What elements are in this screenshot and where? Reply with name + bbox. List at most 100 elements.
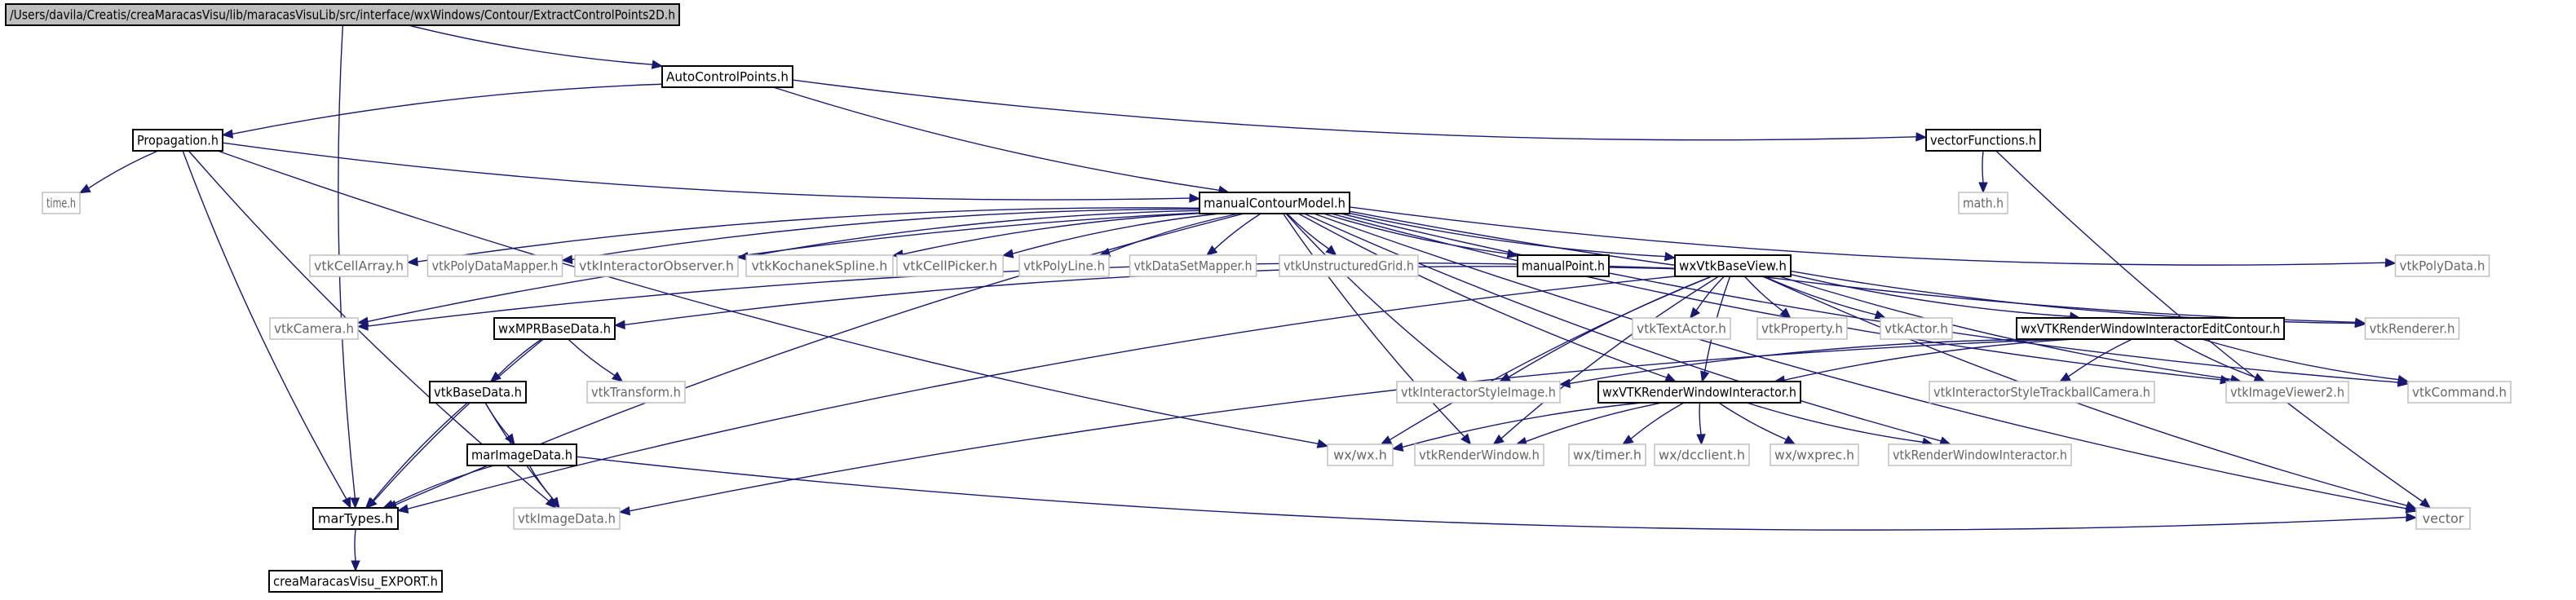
node-box <box>429 381 527 404</box>
node-box <box>2415 507 2471 530</box>
node-marimagedata[interactable]: marImageData.h <box>466 443 577 466</box>
node-martypes[interactable]: marTypes.h <box>312 507 399 530</box>
node-wxmprbasedata[interactable]: wxMPRBaseData.h <box>493 317 616 340</box>
node-wxvtkrwi[interactable]: wxVTKRenderWindowInteractor.h <box>1597 381 1801 404</box>
node-extract[interactable]: /Users/davila/Creatis/creaMaracasVisu/li… <box>5 3 680 26</box>
node-label: vtkProperty.h <box>1761 321 1843 337</box>
edge-manualcontourmodel-to-vector <box>1313 213 2418 514</box>
node-box <box>661 65 793 88</box>
node-box <box>2407 381 2512 404</box>
node-label: vtkImageData.h <box>518 511 616 527</box>
node-label: vtkBaseData.h <box>434 385 522 400</box>
edge-vtkbasedata-to-martypes <box>365 402 468 509</box>
node-box <box>1018 254 1110 277</box>
node-vtkkochanekspline: vtkKochanekSpline.h <box>745 254 894 277</box>
node-label: vtkTransform.h <box>591 385 681 400</box>
edge-propagation-to-martypes <box>182 150 351 510</box>
node-label: vector <box>2423 511 2464 527</box>
node-label: vtkCellPicker.h <box>903 258 997 274</box>
node-label: vtkPolyLine.h <box>1023 258 1105 274</box>
node-label: vectorFunctions.h <box>1930 133 2036 148</box>
edge-manualcontourmodel-to-vtkcommand <box>1341 213 2410 387</box>
node-label: wxVTKRenderWindowInteractorEditContour.h <box>2021 321 2280 337</box>
node-propagation[interactable]: Propagation.h <box>132 129 223 152</box>
node-vtkrenderwindow: vtkRenderWindow.h <box>1414 443 1544 466</box>
node-vtkimageviewer2: vtkImageViewer2.h <box>2225 381 2349 404</box>
node-label: math.h <box>1963 196 2004 211</box>
edge-wxvtkrwi-to-wxdcclient <box>1696 402 1706 446</box>
edge-propagation-to-time <box>78 150 159 194</box>
edge-manualcontourmodel-to-vtkcellarray <box>406 207 1200 267</box>
node-label: wxVTKRenderWindowInteractor.h <box>1602 385 1796 400</box>
node-wxvtkrwiedit[interactable]: wxVTKRenderWindowInteractorEditContour.h <box>2016 317 2285 340</box>
node-autocp[interactable]: AutoControlPoints.h <box>661 65 793 88</box>
edge-manualcontourmodel-to-vtkrenderer <box>1349 210 2366 327</box>
node-wxvtkbaseview[interactable]: wxVtkBaseView.h <box>1674 254 1792 277</box>
node-box <box>1880 317 1953 340</box>
node-box <box>1396 381 1561 404</box>
edge-autocp-to-vectorfunctions <box>792 79 1928 142</box>
edge-extract-to-autocp <box>408 24 664 69</box>
node-math: math.h <box>1958 192 2008 214</box>
node-label: vtkRenderer.h <box>2370 321 2455 337</box>
node-label: vtkDataSetMapper.h <box>1134 258 1253 274</box>
node-vtkimagedata: vtkImageData.h <box>513 507 621 530</box>
node-box <box>1414 443 1544 466</box>
edge-wxvtkrwi-to-wxwx <box>1391 402 1642 452</box>
node-label: wx/wxprec.h <box>1774 448 1854 463</box>
node-label: vtkRenderWindow.h <box>1419 448 1540 463</box>
node-vtkpolydatamapper: vtkPolyDataMapper.h <box>426 254 563 277</box>
node-box <box>1654 443 1750 466</box>
node-box <box>1958 192 2008 214</box>
edge-wxvtkrwi-to-wxwxprec <box>1718 402 1796 445</box>
node-label: vtkCellArray.h <box>314 258 404 274</box>
node-vtkproperty: vtkProperty.h <box>1756 317 1848 340</box>
node-vectorfunctions[interactable]: vectorFunctions.h <box>1925 129 2041 152</box>
node-box <box>1279 254 1419 277</box>
node-box <box>312 507 399 530</box>
node-wxwx: wx/wx.h <box>1327 443 1394 466</box>
node-vtkpolydata: vtkPolyData.h <box>2394 254 2490 277</box>
node-label: vtkRenderWindowInteractor.h <box>1893 448 2067 463</box>
node-wxtimer: wx/timer.h <box>1568 443 1646 466</box>
edge-manualcontourmodel-to-vtkunstructuredgrid <box>1286 213 1337 256</box>
node-vtkbasedata[interactable]: vtkBaseData.h <box>429 381 527 404</box>
node-label: time.h <box>46 196 76 211</box>
node-label: AutoControlPoints.h <box>666 69 789 85</box>
node-vtkinteractorstyleimage: vtkInteractorStyleImage.h <box>1396 381 1561 404</box>
node-box <box>896 254 1004 277</box>
node-box <box>1888 443 2072 466</box>
edge-martypes-to-creaexport <box>351 528 360 572</box>
node-box <box>268 570 443 593</box>
node-vtkpolyline: vtkPolyLine.h <box>1018 254 1110 277</box>
node-box <box>2016 317 2285 340</box>
edge-manualcontourmodel-to-vtkpolydatamapper <box>561 208 1200 265</box>
node-label: wx/wx.h <box>1333 448 1387 463</box>
edge-wxvtkbaseview-to-vtkproperty <box>1743 276 1792 319</box>
node-vtkinteractorobserver: vtkInteractorObserver.h <box>574 254 739 277</box>
node-manualpoint[interactable]: manualPoint.h <box>1517 254 1610 277</box>
node-creaexport[interactable]: creaMaracasVisu_EXPORT.h <box>268 570 443 593</box>
node-wxdcclient: wx/dcclient.h <box>1654 443 1750 466</box>
edge-wxvtkbaseview-to-vtkrenderwindow <box>1492 276 1719 445</box>
node-label: vtkCommand.h <box>2412 385 2507 400</box>
node-vtkcellpicker: vtkCellPicker.h <box>896 254 1004 277</box>
node-vtktextactor: vtkTextActor.h <box>1632 317 1731 340</box>
node-box <box>42 192 81 214</box>
node-box <box>2225 381 2349 404</box>
node-label: marImageData.h <box>471 448 572 463</box>
node-label: vtkInteractorObserver.h <box>579 258 734 274</box>
node-manualcontourmodel[interactable]: manualContourModel.h <box>1199 192 1350 214</box>
node-label: vtkPolyData.h <box>2400 258 2485 274</box>
node-label: wx/dcclient.h <box>1659 448 1745 463</box>
edge-manualcontourmodel-to-vtkinteractorstyleimage <box>1285 213 1468 382</box>
edge-manualcontourmodel-to-vtkrenderwindow <box>1282 213 1472 446</box>
node-box <box>1517 254 1610 277</box>
node-wxwxprec: wx/wxprec.h <box>1770 443 1859 466</box>
edge-marimagedata-to-vector <box>576 456 2418 531</box>
edge-wxvtkrwiedit-to-vtkcommand <box>2201 338 2410 385</box>
node-label: vtkCamera.h <box>274 321 354 337</box>
node-vtkcellarray: vtkCellArray.h <box>309 254 409 277</box>
node-label: vtkPolyDataMapper.h <box>432 258 559 274</box>
